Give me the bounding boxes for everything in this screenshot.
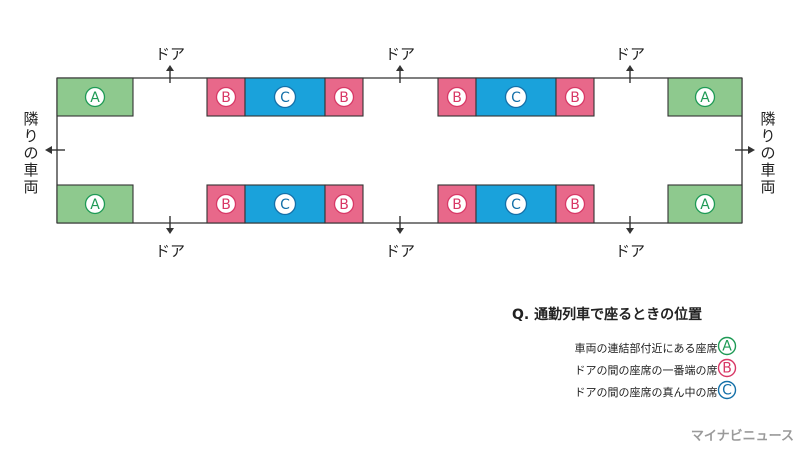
seat-b-symbol: [446, 86, 468, 108]
legend-item-b: ドアの間の座席の一番端の席 … B: [512, 358, 792, 380]
seat-b-r0-1: B: [206, 77, 246, 117]
seat-c-symbol: [504, 192, 528, 216]
svg-text:B: B: [722, 361, 732, 377]
left-arrowhead: [45, 146, 52, 154]
seat-b-r0-4: B: [437, 77, 477, 117]
legend-item-c-text: ドアの間の座席の真ん中の席 …: [574, 386, 733, 399]
door-arrowhead-down-0: [166, 228, 174, 234]
seat-a-r0-0: A: [56, 77, 134, 117]
seats: A B C B B C B A A B C B B C B A: [56, 77, 743, 224]
seat-b-r1-4: B: [437, 184, 477, 224]
seat-a-symbol: [694, 86, 716, 108]
door-label-bottom-1: ドア: [385, 242, 415, 260]
legend-item-c: ドアの間の座席の真ん中の席 … C: [512, 380, 792, 402]
seat-b-letter: B: [221, 90, 231, 106]
seat-b-letter: B: [452, 197, 462, 213]
door-arrowhead-down-1: [396, 228, 404, 234]
legend-title: Q. 通勤列車で座るときの位置: [512, 307, 703, 323]
seat-c-r0-2: C: [244, 77, 326, 117]
door-arrowhead-down-2: [626, 228, 634, 234]
seat-a-r1-0: A: [56, 184, 134, 224]
seat-a-r0-7: A: [667, 77, 743, 117]
seat-c-letter: C: [511, 90, 521, 106]
seat-b-letter: B: [339, 90, 349, 106]
legend: Q. 通勤列車で座るときの位置 車両の連結部付近にある座席 … A ドアの間の座…: [512, 304, 792, 402]
door-arrowhead-up-2: [626, 65, 634, 71]
door-arrowhead-up-1: [396, 65, 404, 71]
door-label-bottom-0: ドア: [155, 242, 185, 260]
neighbor-car-label-left: 隣りの車両: [23, 110, 38, 196]
seat-c-letter: C: [511, 197, 521, 213]
car-body: [56, 77, 743, 224]
seat-b-symbol: [446, 193, 468, 215]
seat-c-letter: C: [280, 197, 290, 213]
seat-b-symbol: [564, 86, 586, 108]
seat-a-symbol: [694, 193, 716, 215]
legend-item-b-text: ドアの間の座席の一番端の席 …: [574, 364, 733, 377]
seat-c-symbol: [273, 85, 297, 109]
seat-c-r1-2: C: [244, 184, 326, 224]
door-label-top-0: ドア: [155, 45, 185, 63]
seat-b-r0-6: B: [555, 77, 595, 117]
legend-item-a-text: 車両の連結部付近にある座席 …: [574, 342, 733, 355]
seat-b-r1-3: B: [324, 184, 364, 224]
seat-b-r0-3: B: [324, 77, 364, 117]
seat-b-r1-1: B: [206, 184, 246, 224]
seat-c-symbol: [504, 85, 528, 109]
legend-b-symbol: B: [717, 358, 737, 378]
seat-b-letter: B: [570, 197, 580, 213]
door-arrowhead-up-0: [166, 65, 174, 71]
neighbor-car-arrows: 隣りの車両 隣りの車両: [23, 110, 775, 196]
door-label-top-1: ドア: [385, 45, 415, 63]
legend-item-a: 車両の連結部付近にある座席 … A: [512, 336, 792, 358]
door-label-bottom-2: ドア: [615, 242, 645, 260]
seat-c-r1-5: C: [475, 184, 557, 224]
seat-a-symbol: [84, 86, 106, 108]
legend-a-symbol: A: [717, 336, 737, 356]
seat-a-symbol: [84, 193, 106, 215]
seat-b-symbol: [564, 193, 586, 215]
svg-text:A: A: [722, 339, 732, 355]
seat-b-symbol: [215, 193, 237, 215]
seat-block: [667, 184, 743, 224]
right-arrowhead: [748, 146, 755, 154]
seat-a-letter: A: [90, 90, 100, 106]
credit-logo-text: マイナビニュース: [690, 429, 794, 444]
door-label-top-2: ドア: [615, 45, 645, 63]
seat-a-letter: A: [90, 197, 100, 213]
seat-a-letter: A: [700, 197, 710, 213]
seat-c-symbol: [273, 192, 297, 216]
svg-text:C: C: [722, 383, 732, 399]
seat-b-symbol: [215, 86, 237, 108]
seat-a-letter: A: [700, 90, 710, 106]
seat-b-symbol: [333, 86, 355, 108]
legend-c-symbol: C: [717, 380, 737, 400]
seat-b-letter: B: [221, 197, 231, 213]
seat-b-letter: B: [452, 90, 462, 106]
seat-c-r0-5: C: [475, 77, 557, 117]
seat-a-r1-7: A: [667, 184, 743, 224]
seat-b-letter: B: [570, 90, 580, 106]
seat-c-letter: C: [280, 90, 290, 106]
seat-b-symbol: [333, 193, 355, 215]
seat-b-letter: B: [339, 197, 349, 213]
neighbor-car-label-right: 隣りの車両: [760, 110, 775, 196]
seat-b-r1-6: B: [555, 184, 595, 224]
